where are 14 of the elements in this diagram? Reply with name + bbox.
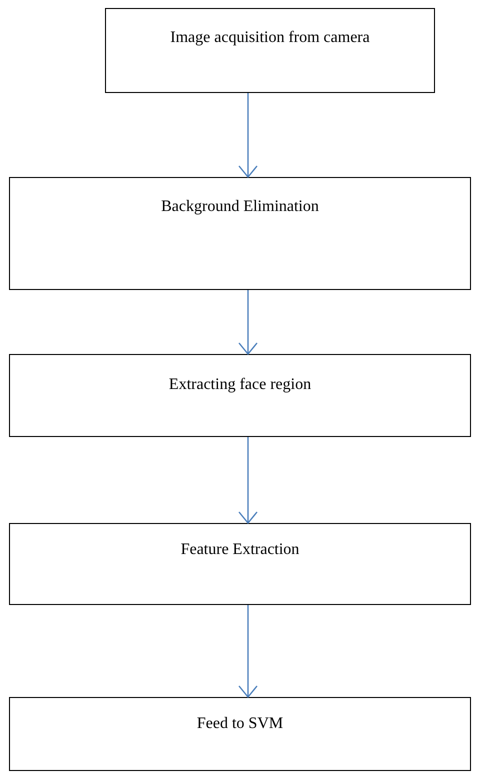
process-box <box>9 177 471 290</box>
box-label: Image acquisition from camera <box>169 29 371 47</box>
arrow <box>238 290 258 355</box>
process-box <box>105 8 435 93</box>
arrow <box>238 605 258 698</box>
process-box <box>9 523 471 605</box>
box-label: Feed to SVM <box>196 715 284 733</box>
box-label: Feature Extraction <box>180 541 300 559</box>
box-label: Background Elimination <box>160 198 320 216</box>
arrow <box>238 93 258 178</box>
arrow <box>238 437 258 524</box>
process-box <box>9 354 471 437</box>
box-label: Extracting face region <box>168 376 312 394</box>
process-box <box>9 697 471 771</box>
